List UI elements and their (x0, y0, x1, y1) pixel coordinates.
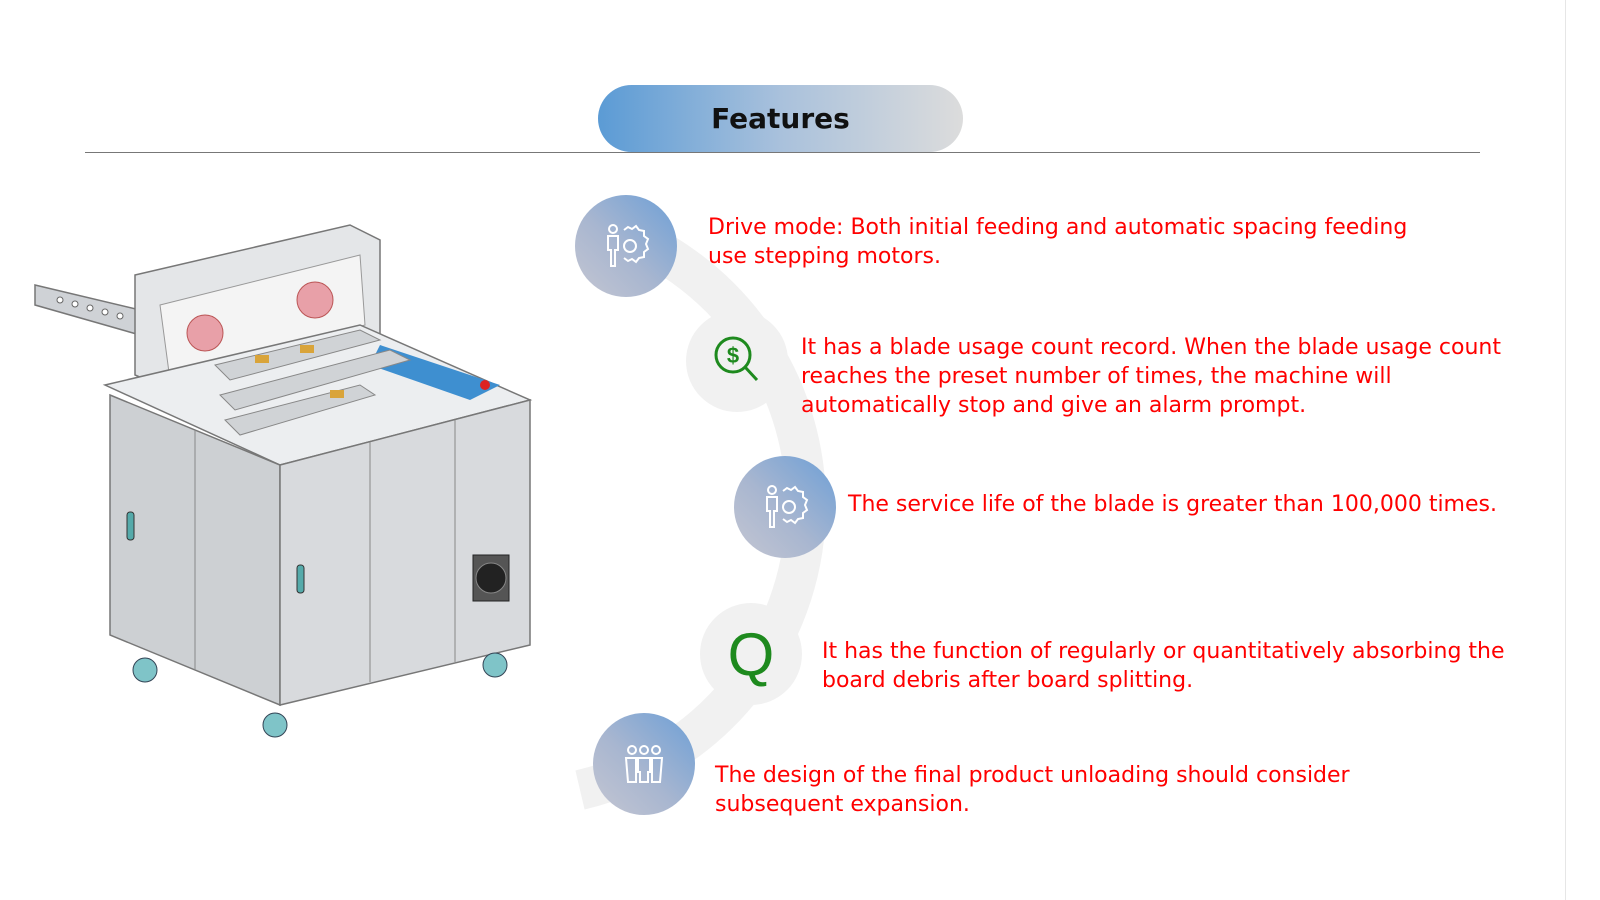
feature-line: subsequent expansion. (715, 792, 970, 817)
svg-text:$: $ (727, 343, 739, 368)
feature-line: It has the function of regularly or quan… (822, 639, 1505, 664)
title-banner: Features (598, 85, 963, 152)
feature-line: The design of the final product unloadin… (715, 763, 1350, 788)
feature-5-icon-circle (593, 713, 695, 815)
feature-line: automatically stop and give an alarm pro… (801, 393, 1307, 418)
feature-line: The service life of the blade is greater… (848, 492, 1497, 517)
team-icon (624, 745, 664, 783)
q-letter-icon: Q (727, 620, 775, 688)
feature-line: use stepping motors. (708, 244, 941, 269)
feature-5-text: The design of the final product unloadin… (715, 761, 1350, 819)
person-gear-icon (607, 224, 650, 267)
feature-3-text: The service life of the blade is greater… (848, 490, 1497, 519)
page-title: Features (711, 102, 850, 135)
feature-line: reaches the preset number of times, the … (801, 364, 1392, 389)
feature-2-text: It has a blade usage count record. When … (801, 333, 1501, 420)
feature-3-icon-circle (734, 456, 836, 558)
feature-1-text: Drive mode: Both initial feeding and aut… (708, 213, 1407, 271)
feature-2-icon-circle: $ (686, 310, 788, 412)
machine-illustration (34, 224, 533, 738)
person-gear-icon (766, 485, 809, 528)
feature-1-icon-circle (575, 195, 677, 297)
dollar-search-icon: $ (714, 336, 759, 382)
page-edge (1565, 0, 1566, 900)
title-divider (85, 152, 1480, 153)
feature-line: board debris after board splitting. (822, 668, 1194, 693)
feature-4-icon-circle: Q (700, 603, 802, 705)
feature-line: Drive mode: Both initial feeding and aut… (708, 215, 1408, 240)
feature-4-text: It has the function of regularly or quan… (822, 637, 1505, 695)
feature-line: It has a blade usage count record. When … (801, 335, 1501, 360)
